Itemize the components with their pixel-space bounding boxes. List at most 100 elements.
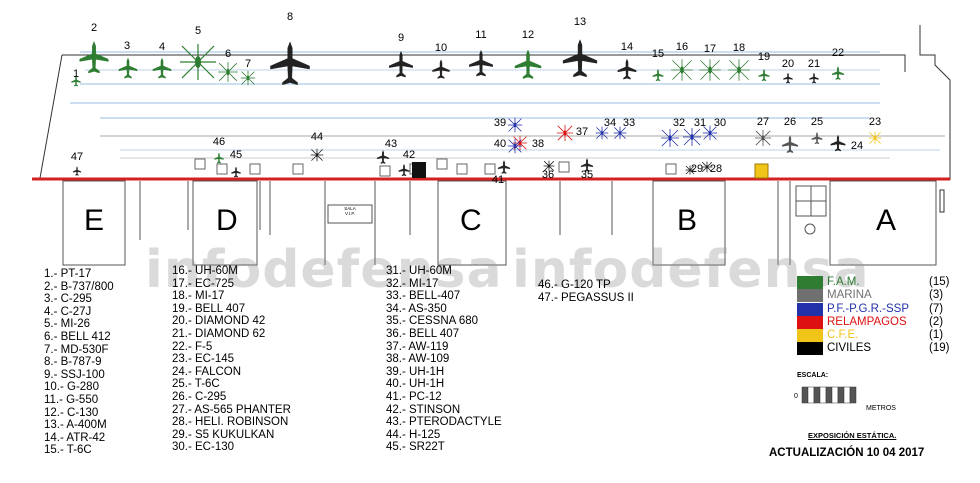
helicopter-icon [868, 131, 882, 145]
aircraft-position-number: 5 [195, 25, 201, 37]
aircraft-list-item: 8.- B-787-9 [44, 356, 102, 369]
aircraft-list-item: 30.- EC-130 [172, 441, 235, 454]
aircraft-list-item: 44.- H-125 [386, 428, 441, 441]
scale-segment [837, 386, 845, 404]
aircraft-list-item: 16.- UH-60M [172, 265, 238, 277]
aircraft-position-number: 3 [124, 40, 130, 52]
aircraft-position-number: 11 [475, 29, 486, 41]
aircraft-position-number: 23 [869, 116, 881, 128]
airplane-icon [152, 57, 172, 79]
aircraft-list-item: 29.- S5 KUKULKAN [172, 428, 275, 441]
airplane-icon [562, 39, 598, 78]
scale-segment [825, 386, 833, 404]
aircraft-position-number: 40 [494, 138, 506, 150]
operator-color-swatch [797, 302, 823, 316]
helicopter-icon [754, 129, 772, 147]
display-stand-icon [412, 162, 426, 178]
operator-color-swatch [797, 276, 823, 289]
scale-title: ESCALA: [797, 372, 829, 379]
exhibit-booth-icon [484, 163, 496, 175]
boundary-line [39, 54, 906, 179]
helicopter-icon [685, 165, 695, 175]
aircraft-position-number: 8 [287, 11, 293, 23]
aircraft-position-number: 39 [494, 117, 506, 129]
hangar-label-d: D [216, 204, 238, 237]
helicopter-icon [595, 126, 609, 140]
aircraft-position-number: 37 [576, 126, 588, 138]
hangar-label-b: B [677, 204, 698, 237]
aircraft-list-item: 11.- G-550 [44, 393, 99, 406]
aircraft-list-item: 18.- MI-17 [172, 290, 225, 303]
helicopter-icon [240, 70, 256, 86]
aircraft-position-number: 15 [652, 48, 664, 60]
operator-label: C.F.E. [827, 329, 859, 342]
helicopter-icon [218, 62, 238, 82]
helicopter-icon [613, 126, 627, 140]
aircraft-position-number: 13 [574, 16, 586, 28]
airplane-icon [72, 166, 82, 176]
aircraft-position-number: 20 [782, 58, 794, 70]
helicopter-icon [702, 125, 718, 141]
aircraft-position-number: 27 [757, 116, 769, 128]
airplane-icon [469, 49, 493, 77]
aircraft-position-number: 1 [73, 68, 79, 80]
operator-count: (2) [929, 315, 944, 328]
scale-unit: METROS [866, 405, 896, 412]
hangar-c-box [437, 180, 507, 266]
helicopter-icon [556, 124, 574, 142]
exhibit-booth-icon [292, 163, 304, 175]
hangar-label-c: C [460, 204, 482, 237]
hangar-outlines [62, 180, 937, 266]
operator-count: (3) [929, 289, 944, 302]
airplane-icon [214, 152, 224, 164]
aircraft-list-item: 33.- BELL-407 [386, 290, 461, 303]
airplane-icon [758, 68, 770, 82]
aircraft-list-item: 13.- A-400M [44, 419, 107, 432]
airplane-icon [830, 134, 846, 152]
helicopter-icon [728, 59, 750, 81]
aircraft-position-number: 28 [710, 163, 722, 175]
operator-label: F.A.M. [827, 276, 860, 288]
airplane-icon [811, 131, 823, 145]
aircraft-position-number: 46 [213, 136, 225, 148]
helicopter-icon [701, 161, 713, 173]
helicopter-icon [507, 138, 523, 154]
hangar-label-e: E [84, 204, 105, 237]
aircraft-position-number: 4 [159, 41, 165, 53]
operator-label: MARINA [827, 289, 872, 302]
watermark-left: infodefensa [145, 240, 503, 300]
exhibit-booth-icon [379, 165, 391, 177]
aircraft-list-item: 21.- DIAMOND 62 [172, 327, 266, 340]
aircraft-position-number: 35 [581, 169, 593, 181]
aircraft-position-number: 47 [71, 151, 83, 163]
aircraft-list-item: 47.- PEGASSUS II [538, 291, 634, 304]
aircraft-list-item: 40.- UH-1H [386, 378, 445, 391]
scale-segment [843, 386, 851, 404]
exhibit-booth-icon [249, 163, 261, 175]
aircraft-list-item: 26.- C-295 [172, 390, 227, 403]
aircraft-position-number: 18 [733, 42, 745, 54]
scale-segment [801, 386, 809, 404]
airplane-icon [231, 166, 241, 178]
airplane-icon [781, 134, 799, 154]
airplane-icon [580, 157, 594, 172]
helicopter-icon [699, 59, 721, 81]
aircraft-list-item: 10.- G-280 [44, 381, 99, 394]
aircraft-list-item: 3.- C-295 [44, 293, 92, 306]
operator-count: (1) [929, 329, 944, 342]
aircraft-position-number: 22 [832, 47, 844, 59]
aircraft-position-number: 14 [621, 41, 633, 53]
exhibit-booth-icon [665, 163, 677, 175]
aircraft-list-item: 7.- MD-530F [44, 343, 109, 356]
hangar-a-box [829, 180, 937, 266]
aircraft-list-item: 43.- PTERODACTYLE [386, 416, 502, 429]
aircraft-position-number: 24 [851, 140, 863, 152]
aircraft-list-item: 5.- MI-26 [44, 318, 91, 331]
scale-bar [801, 386, 857, 404]
aircraft-list-item: 24.- FALCON [172, 365, 242, 378]
aircraft-list-item: 12.- C-130 [44, 406, 99, 419]
